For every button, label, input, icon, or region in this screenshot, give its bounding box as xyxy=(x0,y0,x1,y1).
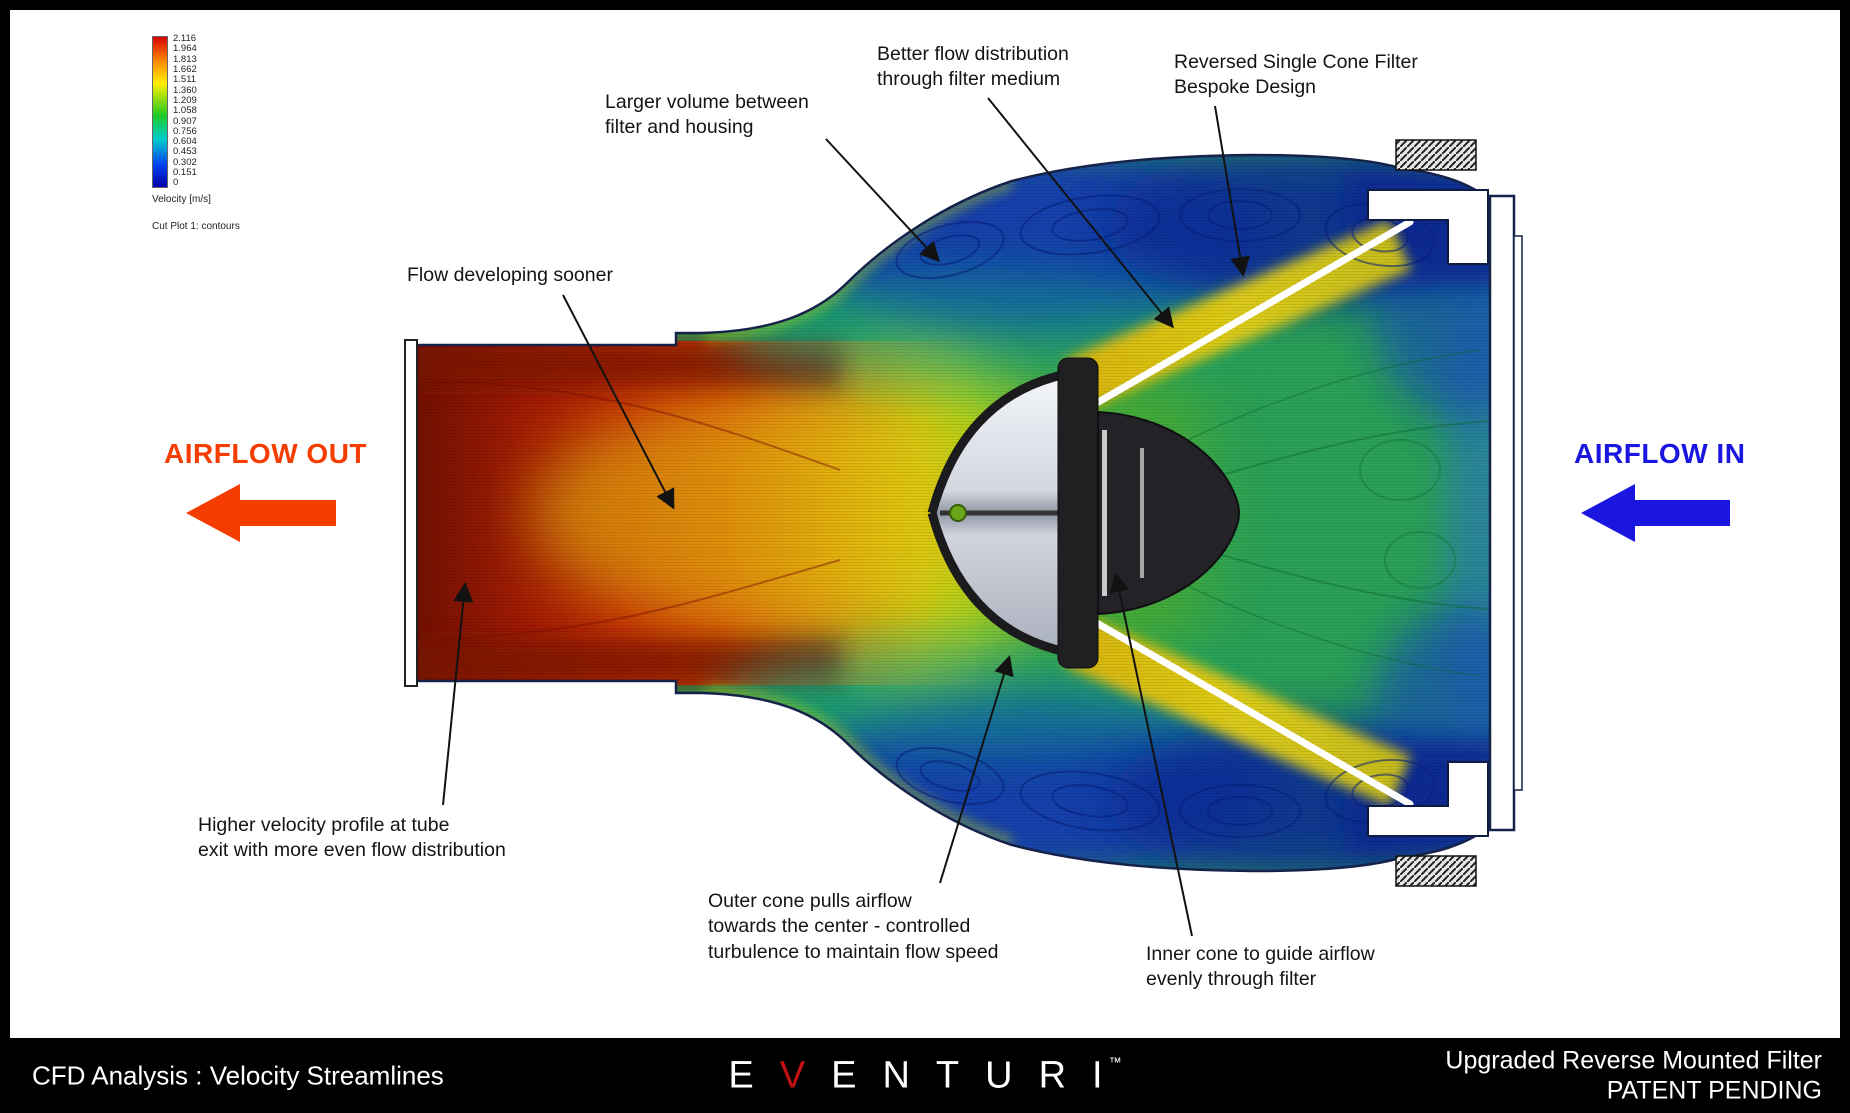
filter-seam-lower xyxy=(1084,614,1414,808)
filter-seam-upper xyxy=(1084,218,1414,412)
airflow-in-arrow-icon xyxy=(1581,484,1730,542)
annotation-line: Higher velocity profile at tube xyxy=(198,814,450,836)
legend-tick: 1.511 xyxy=(173,74,197,86)
logo-letter: E xyxy=(728,1054,780,1096)
legend-plot-label: Cut Plot 1: contours xyxy=(152,221,240,232)
velocity-ticks: 2.116 1.964 1.813 1.662 1.511 1.360 1.20… xyxy=(173,34,197,188)
legend-tick: 1.813 xyxy=(173,53,197,65)
arrow-inner-cone xyxy=(1109,572,1193,937)
mount-lug-bottom xyxy=(1395,855,1477,887)
annotation-arrows xyxy=(442,97,1251,937)
mount-lug-top xyxy=(1395,139,1477,171)
annotation-line: Larger volume between xyxy=(605,91,809,113)
footer-product-info: Upgraded Reverse Mounted Filter PATENT P… xyxy=(1445,1045,1822,1106)
logo-letters: ENTURI xyxy=(831,1054,1129,1096)
annotation-larger-volume: Larger volume between filter and housing xyxy=(605,90,809,141)
footer-bar: CFD Analysis : Velocity Streamlines EVEN… xyxy=(0,1038,1850,1113)
legend-unit-label: Velocity [m/s] xyxy=(152,194,211,205)
annotation-line: Bespoke Design xyxy=(1174,76,1317,99)
annotation-outer-cone: Outer cone pulls airflow towards the cen… xyxy=(708,889,999,965)
arrow-outer-cone xyxy=(939,655,1014,884)
legend-tick: 0.151 xyxy=(173,167,197,179)
airflow-out-arrow-icon xyxy=(186,484,336,542)
filter-base-plate xyxy=(1057,357,1099,669)
legend-tick: 1.209 xyxy=(173,94,197,106)
annotation-line: Inner cone to guide airflow xyxy=(1146,943,1375,965)
annotation-line: turbulence to maintain flow speed xyxy=(708,940,999,963)
logo-trademark: ™ xyxy=(1108,1054,1122,1069)
arrow-better-flow xyxy=(987,97,1174,329)
intake-flange-outer xyxy=(1513,235,1523,791)
outer-cone-rim-top xyxy=(927,367,1074,515)
annotation-line: Better flow distribution xyxy=(877,43,1069,65)
legend-tick: 0.302 xyxy=(173,156,197,168)
annotation-better-flow: Better flow distribution through filter … xyxy=(877,42,1069,93)
annotation-line: Outer cone pulls airflow xyxy=(708,890,912,912)
annotation-line: filter and housing xyxy=(605,116,754,139)
outer-cone-rim-bottom xyxy=(927,511,1074,659)
legend-tick: 0.604 xyxy=(173,136,197,148)
footer-product-title: Upgraded Reverse Mounted Filter xyxy=(1445,1046,1822,1074)
inner-cone-shape xyxy=(1097,410,1240,616)
annotation-line: towards the center - controlled xyxy=(708,915,971,938)
mount-bracket-top xyxy=(1367,189,1489,265)
airflow-out-label: AIRFLOW OUT xyxy=(164,438,368,469)
arrow-larger-volume xyxy=(825,138,941,263)
legend-tick: 1.058 xyxy=(173,105,197,117)
logo-v-mark: V xyxy=(779,1054,832,1096)
cfd-visualization xyxy=(186,97,1730,937)
inner-cone-slot xyxy=(1102,430,1107,596)
annotation-inner-cone: Inner cone to guide airflow evenly throu… xyxy=(1146,942,1375,993)
arrow-reversed-cone xyxy=(1214,105,1251,277)
footer-analysis-title: CFD Analysis : Velocity Streamlines xyxy=(32,1060,444,1090)
annotation-line: evenly through filter xyxy=(1146,968,1317,991)
legend-tick: 0.453 xyxy=(173,146,197,158)
airflow-in-label: AIRFLOW IN xyxy=(1574,438,1746,469)
annotation-line: Flow developing sooner xyxy=(407,264,613,286)
legend-tick: 0.907 xyxy=(173,115,197,127)
cone-tip-fastener xyxy=(949,504,967,522)
arrow-higher-velocity xyxy=(442,582,474,806)
footer-patent-pending: PATENT PENDING xyxy=(1606,1076,1822,1105)
intake-flange xyxy=(1488,194,1516,832)
annotation-flow-developing: Flow developing sooner xyxy=(407,263,613,288)
mount-bracket-bottom xyxy=(1367,761,1489,837)
annotation-line: exit with more even flow distribution xyxy=(198,839,506,862)
annotation-line: Reversed Single Cone Filter xyxy=(1174,51,1418,73)
eventuri-logo: EVENTURI™ xyxy=(728,1054,1121,1097)
legend-tick: 0.756 xyxy=(173,125,197,137)
tube-end-cap xyxy=(404,339,418,687)
inner-cone-slot-2 xyxy=(1140,448,1144,578)
legend-tick: 1.360 xyxy=(173,84,197,96)
annotation-higher-velocity: Higher velocity profile at tube exit wit… xyxy=(198,813,506,864)
legend-tick: 2.116 xyxy=(173,33,197,44)
arrow-flow-developing xyxy=(562,294,675,510)
velocity-colorbar xyxy=(152,36,168,188)
annotation-line: through filter medium xyxy=(877,68,1061,91)
legend-tick: 1.964 xyxy=(173,43,197,55)
annotation-reversed-cone: Reversed Single Cone Filter Bespoke Desi… xyxy=(1174,50,1418,101)
legend-tick: 0 xyxy=(173,177,179,189)
cone-filter-assembly xyxy=(927,357,1240,669)
velocity-legend: 2.116 1.964 1.813 1.662 1.511 1.360 1.20… xyxy=(152,34,240,232)
legend-tick: 1.662 xyxy=(173,63,197,75)
